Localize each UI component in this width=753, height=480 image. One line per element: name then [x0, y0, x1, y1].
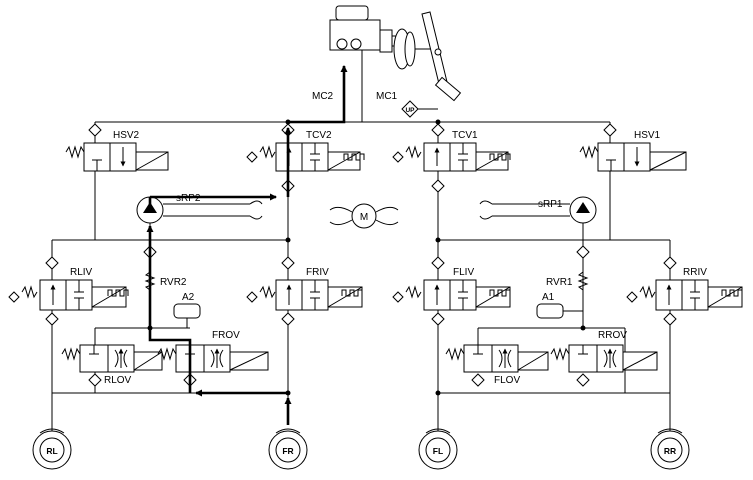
wheel-fr-label: FR — [282, 446, 293, 456]
rvr1-label: RVR1 — [546, 277, 573, 288]
tcv1-label: TCV1 — [452, 130, 478, 141]
valve-rliv — [8, 279, 129, 311]
valve-tcv1 — [392, 142, 511, 172]
valve-frov — [157, 344, 269, 373]
up-label: UP — [405, 107, 415, 114]
srp1-label: sRP1 — [538, 199, 563, 210]
flov-label: FLOV — [494, 375, 520, 386]
valve-rriv — [626, 279, 743, 311]
pump-srp1 — [479, 196, 597, 224]
master-cylinder — [329, 5, 430, 70]
valve-fliv — [392, 279, 511, 311]
a2-label: A2 — [182, 292, 195, 303]
motor-label: M — [360, 212, 368, 223]
hsv1-label: HSV1 — [634, 130, 661, 141]
valve-tcv2 — [246, 142, 365, 172]
valve-hsv2 — [65, 142, 169, 172]
brake-pedal — [421, 11, 462, 102]
rriv-label: RRIV — [683, 267, 707, 278]
accumulator-a1 — [536, 303, 583, 319]
wheel-rr-label: RR — [664, 446, 676, 456]
wheel-fl: FL — [418, 425, 458, 470]
valve-flov — [445, 344, 549, 373]
accumulator-a2 — [173, 303, 201, 328]
tcv2-label: TCV2 — [306, 130, 332, 141]
a1-label: A1 — [542, 292, 555, 303]
fliv-label: FLIV — [453, 267, 474, 278]
wheel-rl: RL — [32, 425, 72, 470]
rrov-label: RROV — [598, 330, 627, 341]
pressure-sensor-up: UP — [401, 100, 438, 118]
srp2-label: sRP2 — [176, 193, 201, 204]
rliv-label: RLIV — [70, 267, 93, 278]
frov-label: FROV — [212, 330, 240, 341]
wheel-rr: RR — [650, 425, 690, 470]
mc1-label: MC1 — [376, 91, 398, 102]
valve-rrov — [550, 344, 658, 373]
wheel-fr: FR — [268, 428, 308, 470]
wheel-fl-label: FL — [433, 446, 443, 456]
valve-hsv1 — [579, 142, 687, 172]
rvr2-label: RVR2 — [160, 277, 187, 288]
motor: M — [329, 203, 399, 229]
active-flow-path — [146, 65, 348, 425]
wheel-rl-label: RL — [46, 446, 57, 456]
mc2-label: MC2 — [312, 91, 334, 102]
hsv2-label: HSV2 — [113, 130, 140, 141]
valve-rlov — [61, 344, 163, 373]
relief-valve-rvr1 — [577, 271, 589, 291]
relief-valve-rvr2 — [144, 271, 156, 291]
valve-friv — [246, 279, 363, 311]
rlov-label: RLOV — [104, 375, 132, 386]
friv-label: FRIV — [306, 267, 329, 278]
